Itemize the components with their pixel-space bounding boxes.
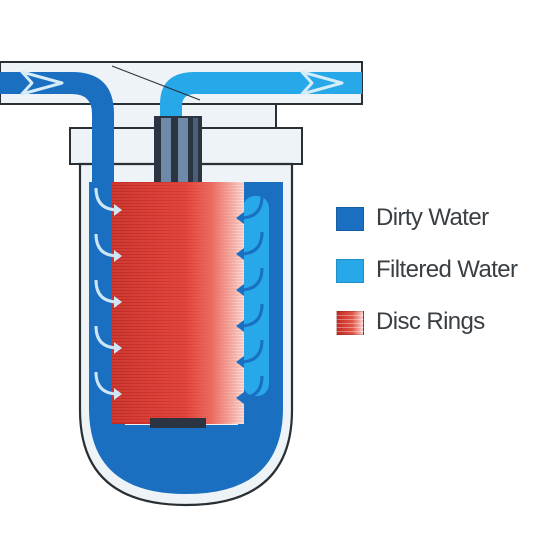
dirty-water-swatch: [336, 207, 364, 231]
filtered-water-right-channel: [243, 196, 269, 396]
flow-arrowhead-icon: [236, 320, 244, 332]
filtered-water-outlet: [160, 72, 362, 130]
flow-arrowhead-icon: [236, 284, 244, 296]
dirty-water-inlet: [0, 72, 114, 200]
disc-rings-swatch: [336, 311, 364, 335]
outlet-arrow-icon: [300, 70, 344, 96]
filter-core: [154, 116, 202, 186]
legend-item-dirty-water: Dirty Water: [336, 204, 541, 231]
flow-arrowhead-icon: [114, 388, 122, 400]
flow-arrowhead-icon: [236, 356, 244, 368]
header-detail-line: [111, 65, 201, 101]
legend: Dirty Water Filtered Water Disc Rings: [336, 204, 541, 360]
disc-rings-stack: [112, 182, 244, 428]
flow-arrowhead-icon: [114, 204, 122, 216]
flow-arrowhead-icon: [236, 212, 244, 224]
legend-item-disc-rings: Disc Rings: [336, 308, 541, 335]
legend-item-filtered-water: Filtered Water: [336, 256, 541, 283]
flow-arrowhead-icon: [236, 248, 244, 260]
flow-arrowhead-icon: [114, 296, 122, 308]
inlet-arrow-icon: [20, 70, 64, 96]
filtered-water-swatch: [336, 259, 364, 283]
legend-label: Dirty Water: [376, 204, 489, 231]
legend-label: Filtered Water: [376, 256, 518, 283]
flow-arrowhead-icon: [114, 342, 122, 354]
flow-arrowhead-icon: [114, 250, 122, 262]
flow-arrowhead-icon: [236, 392, 244, 404]
dirty-flow-arrows: [94, 187, 122, 400]
filtered-flow-arrows: [236, 195, 264, 404]
legend-label: Disc Rings: [376, 308, 485, 335]
